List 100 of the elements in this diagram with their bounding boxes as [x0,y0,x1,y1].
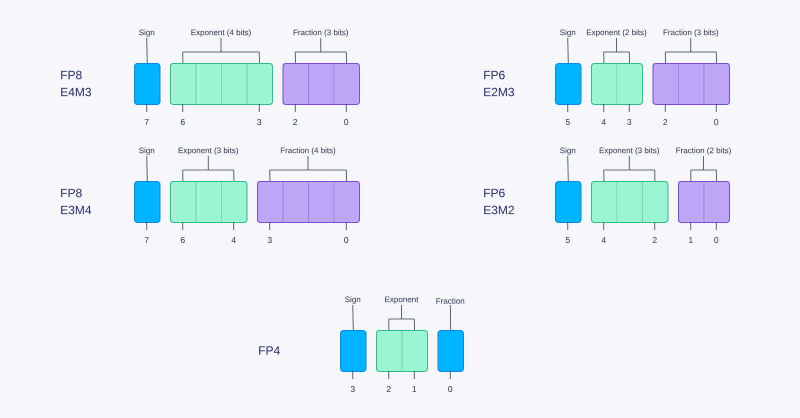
bit-cell [282,181,308,222]
bit-cell [616,63,642,104]
bit-index: 0 [714,119,718,125]
field-label: Sign [345,296,360,304]
bracket-line [388,304,415,330]
bit-field [555,63,582,105]
bit-field [282,63,360,105]
bracket-line [690,156,717,182]
bit-index: 1 [689,237,693,243]
bit-cell [170,181,196,222]
bit-index: 0 [448,386,452,392]
bit-cell [308,181,334,222]
bit-cell [652,63,678,104]
bit-index: 2 [293,119,298,125]
bit-field [652,63,730,105]
bit-cell [642,181,668,222]
bit-cell [334,63,360,104]
format-name: FP6 E2M3 [484,70,514,96]
bit-index: 3 [350,386,355,392]
field-label: Sign [560,29,576,37]
bit-field [678,181,730,223]
bit-field [257,181,360,223]
field-label: Fraction (2 bits) [676,147,731,155]
format-name: FP8 E3M4 [61,188,92,214]
bit-index: 5 [566,119,570,125]
format-name: FP6 E3M2 [484,188,514,214]
bracket-line [269,156,347,182]
bit-index: 0 [344,119,348,125]
bit-cell [704,181,730,222]
bit-cell [196,181,222,222]
bit-field [340,330,366,372]
bit-cell [282,63,308,104]
leader-line [146,156,148,182]
bit-index: 2 [652,237,657,243]
field-label: Fraction [436,298,464,304]
bit-field [134,63,160,105]
field-label: Exponent (2 bits) [586,29,646,37]
leader-line [352,304,354,330]
bit-index: 0 [344,237,348,243]
format-name: FP4 [259,346,280,355]
bit-field [170,63,273,105]
leader-line [450,304,452,330]
bit-index: 6 [180,119,185,125]
bit-index: 1 [412,386,416,392]
bracket-line [294,38,347,64]
field-label: Exponent (3 bits) [178,147,238,155]
bit-cell [221,181,247,222]
bracket-line [664,38,717,64]
bit-field [376,330,428,372]
bit-index: 3 [627,119,632,125]
bit-cell [257,181,283,222]
field-label: Fraction (4 bits) [280,147,336,155]
bracket-line [182,38,260,64]
bit-field [555,181,582,223]
bit-index: 0 [714,237,718,243]
bit-field [591,181,668,223]
bit-index: 4 [602,237,606,243]
bit-index: 4 [232,237,236,243]
bracket-line [182,156,234,182]
leader-line [567,156,569,182]
field-label: Sign [139,147,154,155]
bit-index: 3 [257,119,262,125]
bit-cell [678,63,704,104]
bit-cell [308,63,334,104]
bit-index: 2 [386,386,391,392]
bit-cell [678,181,704,222]
bit-index: 5 [566,237,570,243]
field-label: Exponent (3 bits) [600,147,659,155]
bit-cell [616,181,642,222]
bit-index: 6 [180,237,185,243]
bit-index: 7 [144,237,149,243]
bit-index: 4 [602,119,606,125]
bit-field [170,181,248,223]
field-label: Sign [560,147,576,155]
bracket-line [603,38,630,64]
field-label: Exponent [385,296,418,304]
bit-cell [196,63,222,104]
bit-cell [334,181,360,222]
bit-cell [246,63,272,104]
bit-index: 3 [268,237,272,243]
field-label: Sign [139,29,154,37]
bit-cell [591,181,617,222]
bit-cell [221,63,247,104]
field-label: Fraction (3 bits) [664,29,718,37]
leader-line [567,38,569,64]
bit-field [591,63,643,105]
bit-index: 7 [144,119,149,125]
field-label: Fraction (3 bits) [294,29,348,37]
bit-cell [170,63,196,104]
bit-index: 2 [663,119,668,125]
bit-field [438,330,464,372]
bit-field [134,181,160,223]
bit-cell [591,63,617,104]
format-name: FP8 E4M3 [61,70,92,96]
bit-cell [376,330,402,372]
bracket-line [603,156,656,182]
field-label: Exponent (4 bits) [191,29,251,37]
leader-line [146,38,148,64]
bit-cell [704,63,730,104]
bit-cell [402,330,428,372]
